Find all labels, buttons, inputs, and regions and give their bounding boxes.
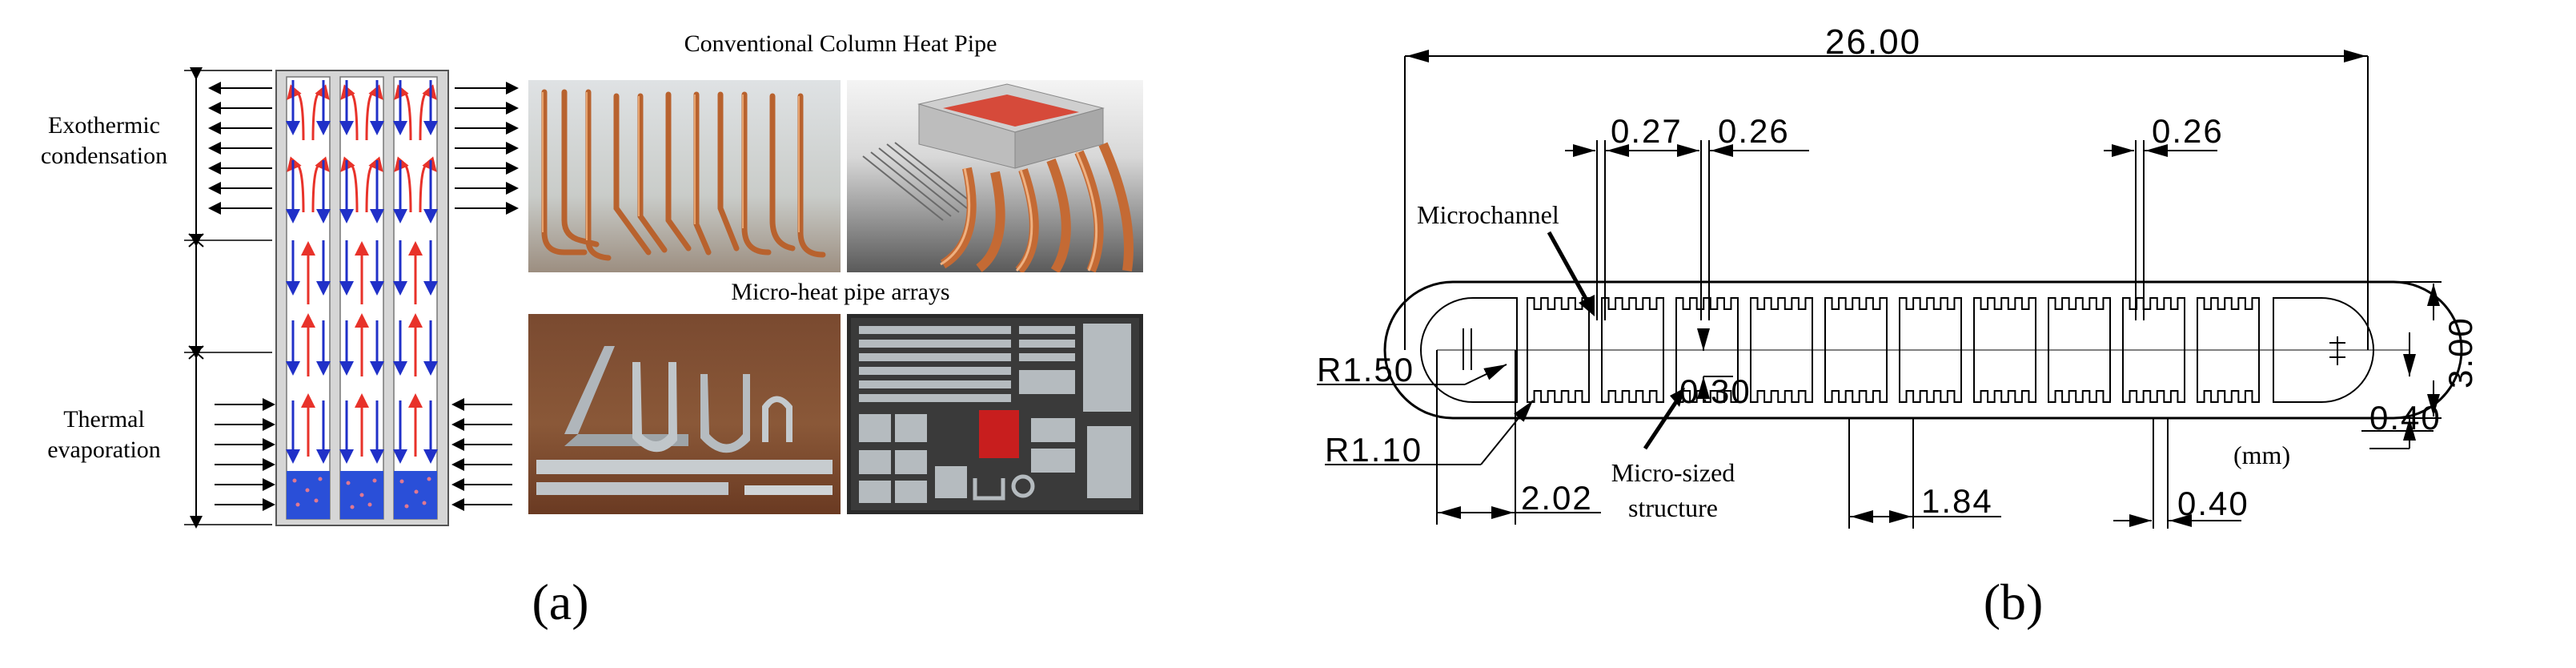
dim-inner-radius: R1.10	[1325, 431, 1423, 469]
microchannel	[1527, 297, 1590, 403]
photo-title-micro: Micro-heat pipe arrays	[731, 279, 950, 305]
microchannel	[2197, 297, 2260, 403]
panel-a: Exothermic condensation Thermal evaporat…	[0, 0, 1281, 668]
label-micro-sized-structure: Micro-sized structure	[1611, 458, 1735, 522]
dim-outer-radius: R1.50	[1317, 351, 1415, 388]
microchannel	[1750, 297, 1813, 403]
dim-fin-width-3: 0.26	[2152, 112, 2224, 150]
dim-inner-height: 0.30	[1679, 372, 1751, 410]
unit-label: (mm)	[2233, 441, 2291, 469]
photo-micro-heat-pipe-samples	[847, 314, 1143, 514]
microchannel	[1899, 297, 1962, 403]
dim-rib-width: 0.40	[2177, 485, 2249, 522]
dim-height: 3.00	[2442, 316, 2479, 388]
microchannel	[1601, 297, 1664, 403]
caption-a: (a)	[532, 573, 589, 630]
dim-overall-width: 26.00	[1825, 22, 1922, 62]
dim-fin-width-2: 0.26	[1718, 112, 1790, 150]
panel-b: 26.00 0.27 0.26 0.26 3.00 0.40 0.30 R1.5…	[1281, 0, 2576, 668]
zone-label-condensation: Exothermic condensation	[40, 112, 168, 169]
zone-label-evaporation: Thermal evaporation	[47, 406, 161, 463]
microchannel	[2048, 297, 2111, 403]
photo-micro-heat-pipe-bent	[528, 314, 841, 514]
dim-end-offset: 2.02	[1521, 479, 1593, 517]
photo-title-conventional: Conventional Column Heat Pipe	[684, 30, 997, 57]
dim-wall: 0.40	[2369, 399, 2442, 437]
photo-cpu-cooler	[847, 80, 1143, 272]
photo-copper-heat-pipes	[528, 80, 841, 272]
microchannel	[1973, 297, 2036, 403]
heat-pipe-schematic	[184, 67, 519, 529]
microchannel	[1675, 297, 1739, 403]
microchannel	[1824, 297, 1888, 403]
dim-fin-width-1: 0.27	[1611, 112, 1683, 150]
dim-channel-width: 1.84	[1921, 482, 1993, 520]
cross-section-drawing	[1317, 50, 2463, 529]
caption-b: (b)	[1983, 573, 2044, 630]
label-microchannel: Microchannel	[1417, 200, 1559, 229]
